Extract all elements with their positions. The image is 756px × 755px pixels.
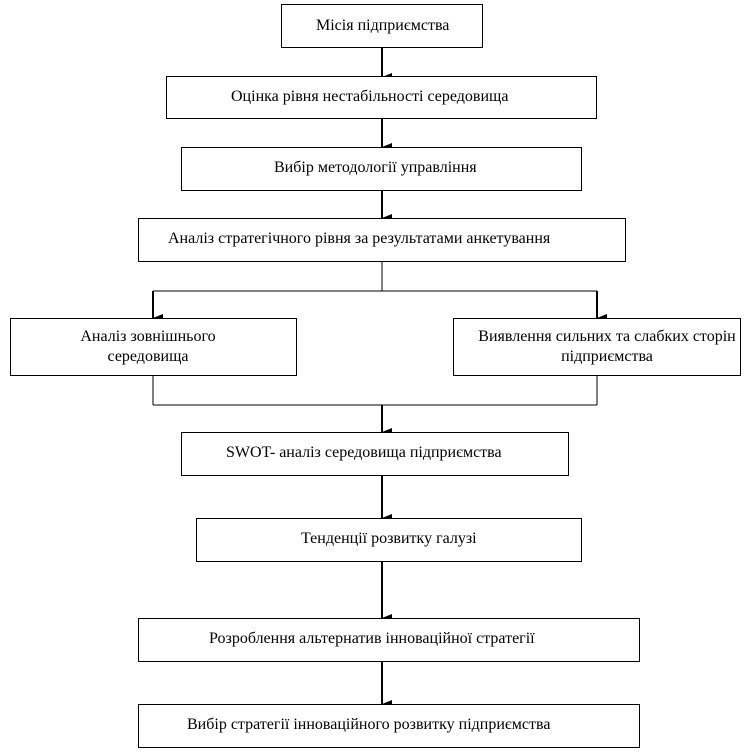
node-final-strategy-choice-label: Вибір стратегії інноваційного розвитку п…	[187, 716, 551, 733]
node-external-environment: Аналіз зовнішнього середовища	[10, 318, 297, 376]
node-external-environment-label: Аналіз зовнішнього середовища	[80, 328, 216, 365]
node-mission-label: Місія підприємства	[316, 17, 450, 34]
node-strategic-analysis-label: Аналіз стратегічного рівня за результата…	[168, 230, 551, 247]
node-industry-trends: Тенденції розвитку галузі	[196, 518, 582, 562]
node-mission: Місія підприємства	[281, 4, 483, 48]
node-final-strategy-choice: Вибір стратегії інноваційного розвитку п…	[138, 704, 640, 748]
node-strategic-analysis: Аналіз стратегічного рівня за результата…	[138, 218, 626, 262]
node-instability-assessment: Оцінка рівня нестабільності середовища	[166, 76, 597, 119]
node-methodology-choice-label: Вибір методології управління	[274, 159, 477, 176]
node-strengths-weaknesses-label: Виявлення сильних та слабких сторін підп…	[478, 328, 736, 365]
node-strategy-alternatives-label: Розроблення альтернатив інноваційної стр…	[209, 630, 535, 647]
node-strengths-weaknesses: Виявлення сильних та слабких сторін підп…	[453, 318, 741, 376]
node-swot-analysis-label: SWOT- аналіз середовища підприємства	[226, 444, 502, 461]
node-instability-assessment-label: Оцінка рівня нестабільності середовища	[231, 88, 509, 105]
node-swot-analysis: SWOT- аналіз середовища підприємства	[181, 432, 569, 476]
node-strategy-alternatives: Розроблення альтернатив інноваційної стр…	[138, 618, 640, 662]
node-methodology-choice: Вибір методології управління	[181, 147, 582, 191]
node-industry-trends-label: Тенденції розвитку галузі	[301, 530, 477, 547]
